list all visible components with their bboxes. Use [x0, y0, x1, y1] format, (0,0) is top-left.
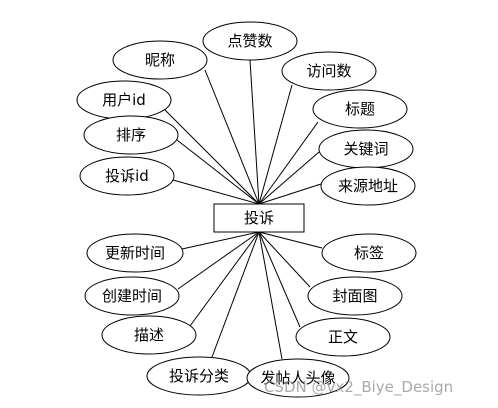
attribute-label: 描述	[134, 326, 164, 344]
connector-line	[204, 69, 260, 205]
connector-group	[164, 59, 323, 360]
attribute-ellipse	[320, 166, 416, 206]
attribute-description: 描述	[101, 315, 197, 355]
connector-line	[258, 231, 323, 249]
attribute-label: 投诉id	[105, 167, 149, 185]
attribute-keywords: 关键词	[318, 129, 414, 169]
connector-line	[258, 231, 311, 288]
connector-line	[211, 231, 260, 358]
attribute-label: 标签	[354, 244, 384, 262]
connector-line	[258, 121, 319, 205]
attribute-ellipse	[112, 40, 208, 80]
connector-line	[176, 139, 260, 205]
attribute-label: 正文	[328, 328, 358, 346]
attribute-label: 点赞数	[227, 32, 272, 50]
attribute-user-id: 用户id	[76, 80, 172, 120]
attribute-title: 标题	[312, 89, 408, 129]
attribute-label: 访问数	[306, 62, 351, 80]
attribute-complaint-category: 投诉分类	[146, 356, 252, 396]
attribute-label: 投诉分类	[169, 367, 229, 385]
attribute-label: 创建时间	[102, 287, 162, 305]
attribute-ellipse	[321, 233, 417, 273]
attribute-ellipse	[86, 233, 184, 273]
attribute-label: 用户id	[102, 91, 146, 109]
connector-line	[258, 183, 322, 205]
attribute-source-url: 来源地址	[320, 166, 416, 206]
entity-box	[213, 203, 305, 233]
attribute-ellipse	[101, 315, 197, 355]
connector-line	[258, 231, 283, 360]
attribute-label: 更新时间	[105, 244, 165, 262]
attribute-sort: 排序	[83, 115, 179, 155]
attribute-complaint-id: 投诉id	[79, 156, 175, 196]
attribute-ellipse	[84, 276, 180, 316]
attribute-body-text: 正文	[295, 317, 391, 357]
attribute-label: 来源地址	[338, 177, 398, 195]
attribute-likes: 点赞数	[202, 21, 298, 61]
attribute-cover-image: 封面图	[307, 276, 403, 316]
connector-line	[181, 231, 260, 250]
watermark-text: CSDN @vx2_Biye_Design	[264, 378, 453, 397]
attribute-update-time: 更新时间	[86, 233, 184, 273]
attribute-ellipse	[202, 21, 298, 61]
attribute-label: 排序	[116, 126, 146, 144]
connector-line	[258, 231, 301, 328]
connector-line	[177, 231, 260, 290]
entity-label: 投诉	[244, 209, 274, 227]
attribute-label: 昵称	[145, 51, 175, 69]
attribute-label: 封面图	[332, 287, 377, 305]
attribute-ellipse	[83, 115, 179, 155]
connector-line	[164, 109, 260, 205]
connector-line	[258, 84, 293, 205]
attribute-nickname: 昵称	[112, 40, 208, 80]
attribute-ellipse	[307, 276, 403, 316]
attribute-label: 标题	[345, 100, 375, 118]
attribute-tags: 标签	[321, 233, 417, 273]
attribute-ellipse	[246, 358, 350, 398]
attribute-label: 关键词	[343, 140, 388, 158]
attribute-ellipse	[79, 156, 175, 196]
attribute-label: 发帖人头像	[260, 369, 335, 387]
attribute-ellipse	[312, 89, 408, 129]
attribute-poster-avatar: 发帖人头像	[246, 358, 350, 398]
attribute-ellipse	[295, 317, 391, 357]
entity-node: 投诉	[213, 203, 305, 233]
connector-line	[249, 59, 260, 205]
connector-line	[189, 231, 260, 327]
connector-line	[258, 151, 320, 205]
attribute-visits: 访问数	[281, 51, 377, 91]
attribute-ellipse	[281, 51, 377, 91]
attribute-create-time: 创建时间	[84, 276, 180, 316]
connector-line	[172, 179, 260, 205]
